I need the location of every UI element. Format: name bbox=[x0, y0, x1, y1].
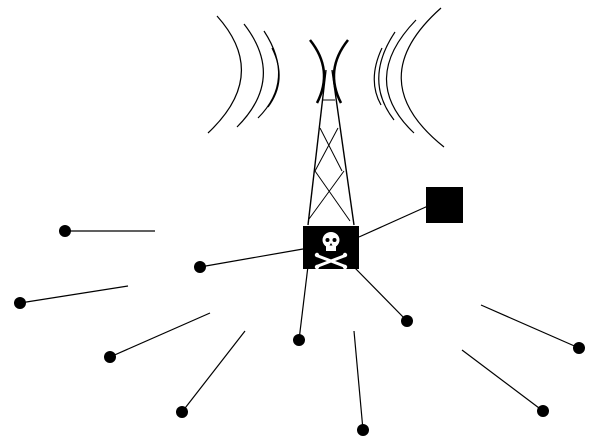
antenna-dish-left bbox=[309, 39, 326, 104]
link-tower-to-client bbox=[352, 265, 408, 322]
bone-end bbox=[314, 264, 320, 270]
bone-end bbox=[342, 252, 348, 258]
client-node bbox=[573, 342, 585, 354]
link-stub bbox=[19, 285, 129, 304]
antenna-dish-right bbox=[332, 39, 349, 104]
link-stub bbox=[181, 330, 246, 413]
skull-jaw bbox=[326, 245, 336, 251]
tower-brace bbox=[314, 170, 351, 222]
link-tower-to-client bbox=[199, 248, 304, 268]
client-node bbox=[176, 406, 188, 418]
tower-leg-right bbox=[331, 69, 355, 226]
tower-brace bbox=[319, 127, 343, 172]
compromised-node bbox=[303, 226, 359, 270]
link-stub bbox=[480, 304, 580, 349]
client-node bbox=[357, 424, 369, 436]
antenna-tower bbox=[307, 39, 355, 226]
connection-lines bbox=[19, 205, 580, 431]
client-node bbox=[537, 405, 549, 417]
gateway-node bbox=[426, 187, 463, 223]
client-nodes bbox=[14, 225, 585, 436]
radio-wave-left-4 bbox=[267, 47, 280, 108]
link-stub bbox=[461, 349, 544, 412]
radio-wave-left-3 bbox=[257, 30, 280, 119]
tower-brace bbox=[308, 170, 345, 220]
crossbone bbox=[316, 254, 346, 268]
skull-eye bbox=[325, 238, 330, 242]
link-tower-to-gateway bbox=[358, 205, 429, 238]
skull-head bbox=[322, 232, 340, 248]
tower-leg-left bbox=[307, 69, 327, 226]
skull-nose bbox=[329, 243, 333, 246]
bone-end bbox=[314, 252, 320, 258]
client-node bbox=[59, 225, 71, 237]
radio-wave-right-4 bbox=[373, 47, 383, 106]
client-node bbox=[194, 261, 206, 273]
bone-end bbox=[342, 264, 348, 270]
radio-waves-left bbox=[207, 15, 280, 134]
client-node bbox=[104, 351, 116, 363]
radio-wave-left-1 bbox=[207, 15, 243, 134]
client-node bbox=[14, 297, 26, 309]
link-tower-to-client bbox=[298, 265, 309, 341]
client-node bbox=[293, 334, 305, 346]
link-stub bbox=[353, 330, 364, 431]
skull-eye bbox=[332, 238, 337, 242]
radio-waves-right bbox=[373, 7, 445, 148]
radio-wave-left-2 bbox=[236, 23, 264, 128]
radio-wave-right-1 bbox=[400, 7, 445, 148]
link-stub bbox=[109, 312, 211, 358]
tower-brace bbox=[314, 127, 339, 172]
client-node bbox=[401, 315, 413, 327]
radio-wave-right-3 bbox=[378, 31, 396, 121]
skull-and-crossbones-icon bbox=[314, 232, 348, 270]
radio-wave-right-2 bbox=[385, 19, 417, 134]
